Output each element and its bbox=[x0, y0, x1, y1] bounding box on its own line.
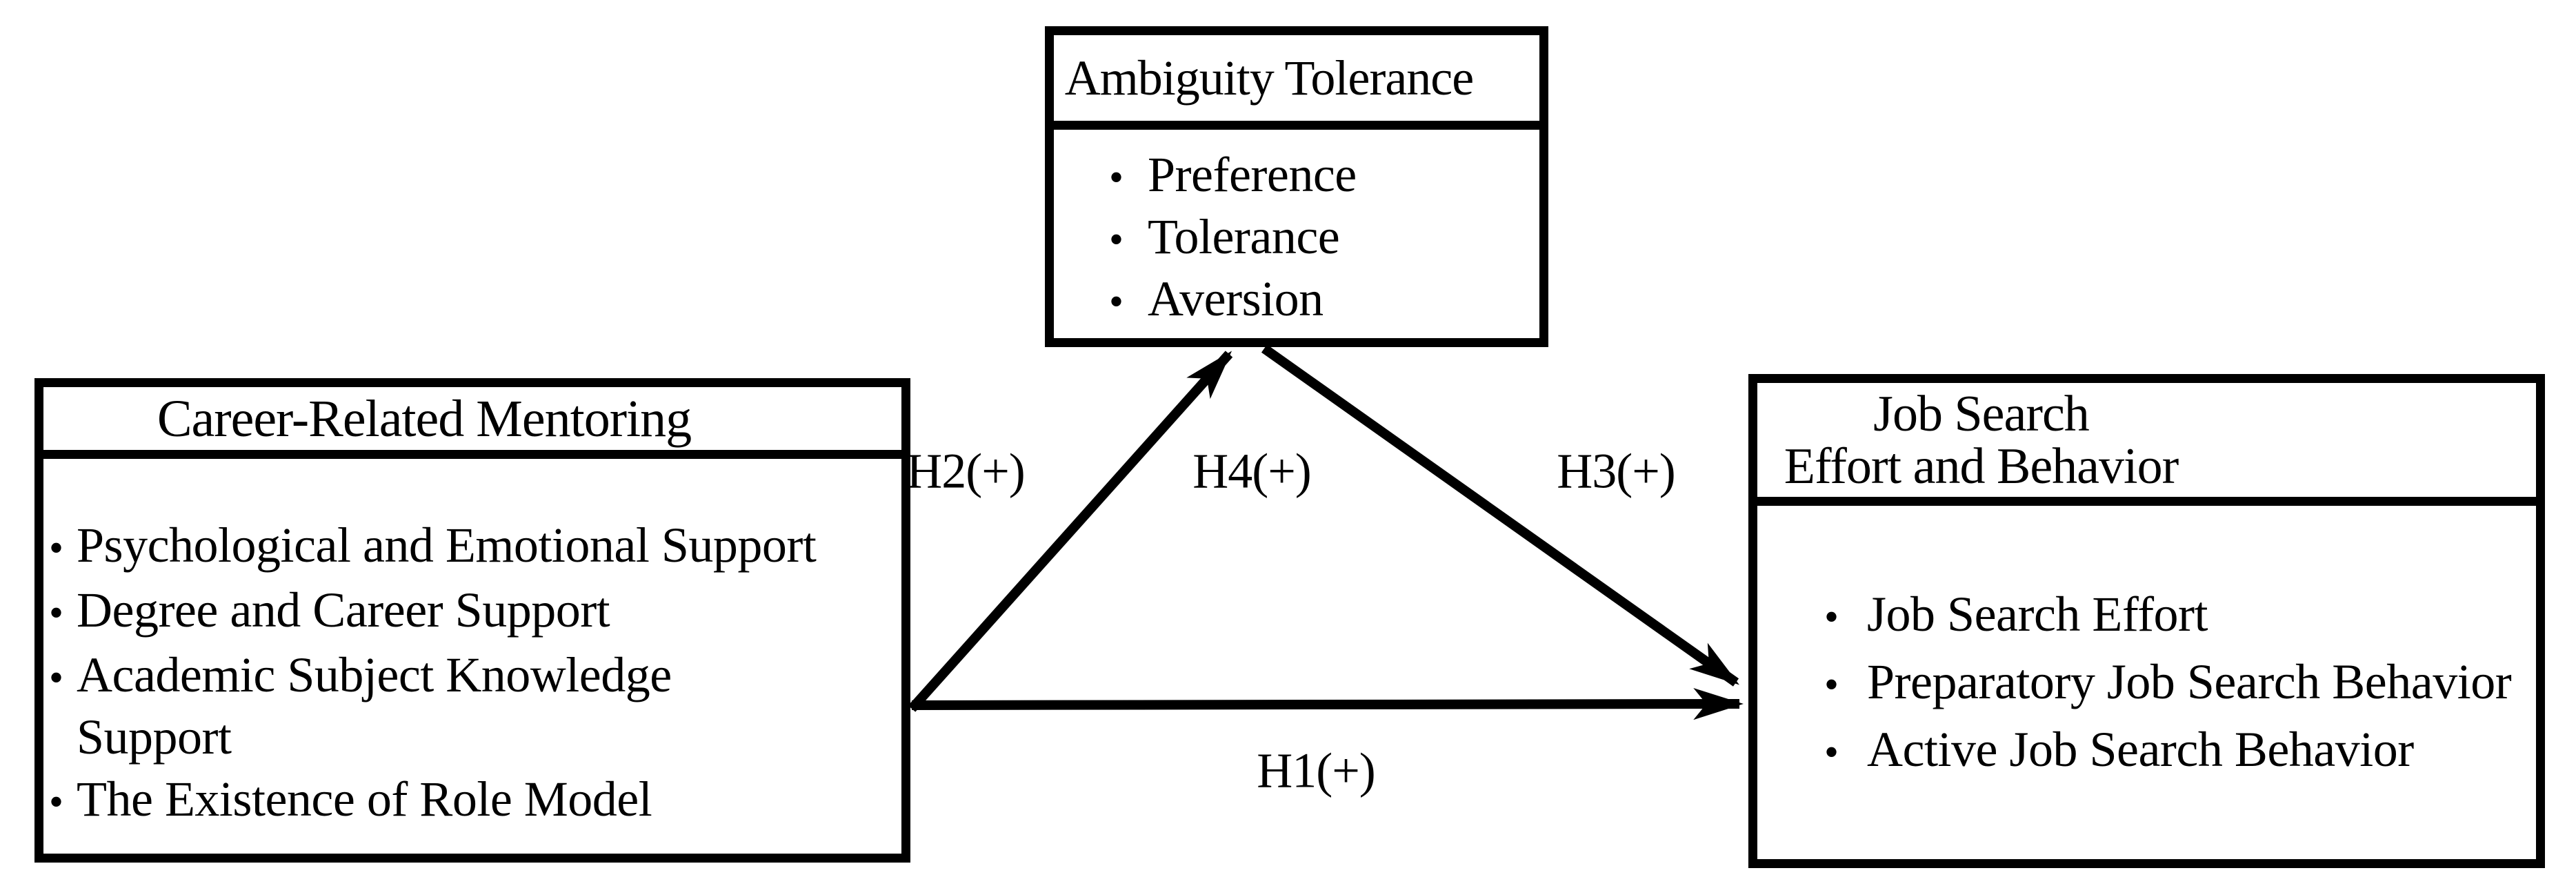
box-ambiguity-tolerance-header: Ambiguity Tolerance bbox=[1054, 35, 1539, 130]
hypothesis-label-h1: H1(+) bbox=[1257, 742, 1376, 798]
list-item-label: Psychological and Emotional Support bbox=[77, 518, 817, 573]
box-job-search-header: Job Search Effort and Behavior bbox=[1757, 383, 2536, 506]
box-career-related-mentoring-body: • Psychological and Emotional Support • … bbox=[43, 459, 901, 854]
list-item-label: Preference bbox=[1148, 147, 1357, 202]
list-item: • Preference bbox=[1109, 145, 1532, 207]
list-item: • The Existence of Role Model bbox=[49, 768, 895, 833]
bullet-icon: • bbox=[1824, 662, 1839, 707]
career-mentoring-list: • Psychological and Emotional Support • … bbox=[49, 514, 895, 833]
bullet-icon: • bbox=[49, 590, 64, 636]
box-job-search-effort-behavior: Job Search Effort and Behavior • Job Sea… bbox=[1748, 374, 2545, 868]
list-item-label: Job Search Effort bbox=[1867, 587, 2208, 642]
list-item-label: Aversion bbox=[1148, 271, 1324, 326]
bullet-icon: • bbox=[49, 525, 64, 571]
list-item: • Tolerance bbox=[1109, 207, 1532, 269]
hypothesis-label-h3: H3(+) bbox=[1557, 443, 1676, 499]
box-title-career-related-mentoring: Career-Related Mentoring bbox=[157, 389, 692, 448]
list-item-label: Academic Subject Knowledge Support bbox=[77, 647, 672, 765]
list-item: • Academic Subject Knowledge Support bbox=[49, 644, 895, 768]
box-career-related-mentoring: Career-Related Mentoring • Psychological… bbox=[34, 378, 910, 863]
bullet-icon: • bbox=[1824, 594, 1839, 640]
bullet-icon: • bbox=[49, 655, 64, 700]
list-item: • Job Search Effort bbox=[1824, 582, 2533, 649]
ambiguity-tolerance-list: • Preference • Tolerance • Aversion bbox=[1109, 145, 1532, 331]
bullet-icon: • bbox=[1109, 155, 1124, 200]
arrow-h3-ambiguity-to-jobsearch bbox=[1261, 344, 1739, 687]
hypothesis-label-h4: H4(+) bbox=[1192, 443, 1312, 499]
bullet-icon: • bbox=[1109, 217, 1124, 262]
list-item-label: The Existence of Role Model bbox=[77, 771, 652, 827]
list-item: • Aversion bbox=[1109, 269, 1532, 331]
list-item-label: Preparatory Job Search Behavior bbox=[1867, 654, 2512, 709]
box-title-job-search-line2: Effort and Behavior bbox=[1784, 437, 2179, 495]
box-job-search-body: • Job Search Effort • Preparatory Job Se… bbox=[1757, 506, 2536, 859]
list-item: • Active Job Search Behavior bbox=[1824, 717, 2533, 785]
list-item: • Degree and Career Support bbox=[49, 579, 895, 644]
box-title-ambiguity-tolerance: Ambiguity Tolerance bbox=[1064, 50, 1474, 106]
arrow-h1-mentoring-to-jobsearch bbox=[911, 688, 1744, 720]
hypothesis-label-h2: H2(+) bbox=[906, 443, 1026, 499]
box-title-job-search-line1: Job Search bbox=[1873, 385, 2090, 442]
box-career-related-mentoring-header: Career-Related Mentoring bbox=[43, 387, 901, 459]
bullet-icon: • bbox=[49, 779, 64, 825]
bullet-icon: • bbox=[1824, 729, 1839, 775]
box-ambiguity-tolerance: Ambiguity Tolerance • Preference • Toler… bbox=[1045, 26, 1548, 347]
list-item-label: Degree and Career Support bbox=[77, 582, 610, 638]
arrow-h2-mentoring-to-ambiguity bbox=[908, 351, 1233, 712]
box-ambiguity-tolerance-body: • Preference • Tolerance • Aversion bbox=[1054, 130, 1539, 338]
job-search-list: • Job Search Effort • Preparatory Job Se… bbox=[1824, 582, 2533, 785]
bullet-icon: • bbox=[1109, 279, 1124, 324]
list-item-label: Active Job Search Behavior bbox=[1867, 722, 2414, 777]
list-item: • Preparatory Job Search Behavior bbox=[1824, 649, 2533, 717]
list-item: • Psychological and Emotional Support bbox=[49, 514, 895, 579]
list-item-label: Tolerance bbox=[1148, 209, 1340, 264]
